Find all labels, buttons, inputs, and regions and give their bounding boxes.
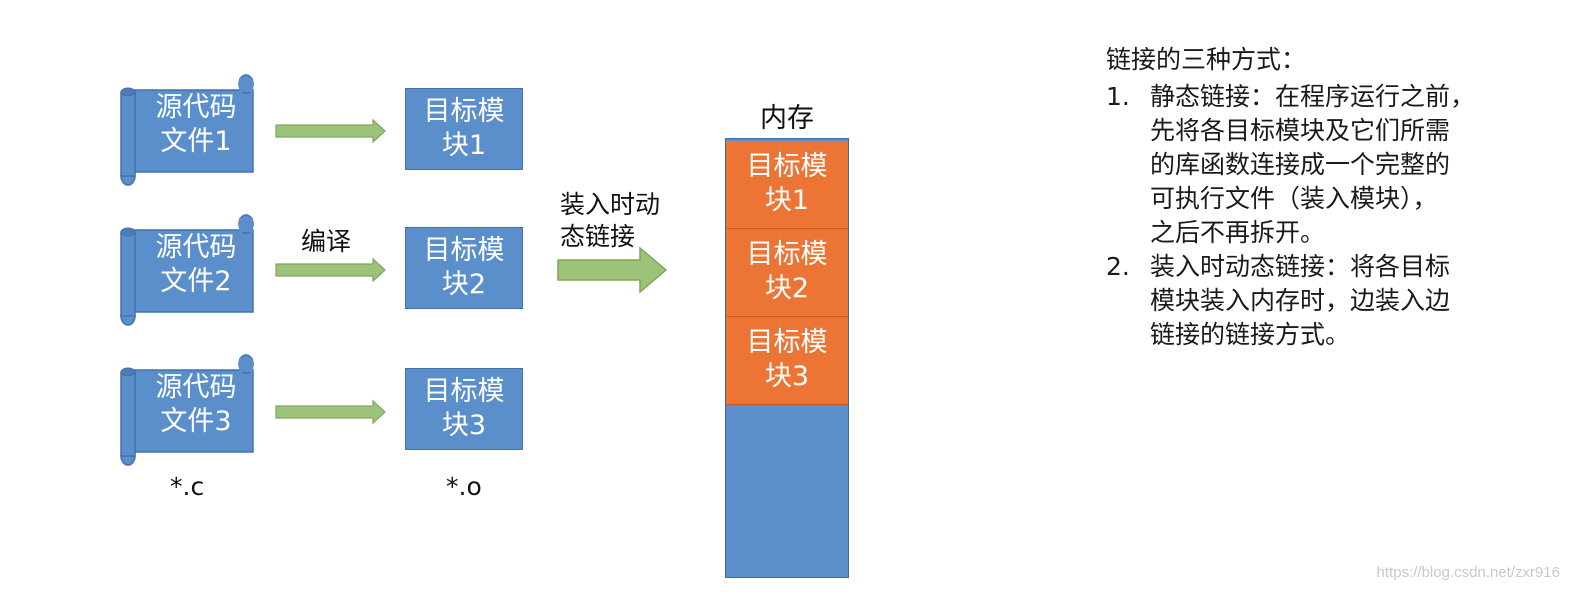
compile-arrow-2 xyxy=(275,257,386,283)
notes-item-1: 1. 静态链接：在程序运行之前， 先将各目标模块及它们所需 的库函数连接成一个完… xyxy=(1106,80,1475,250)
notes-line: 可执行文件（装入模块）， xyxy=(1150,184,1438,213)
load-arrow xyxy=(557,246,668,294)
compile-label: 编译 xyxy=(301,227,352,256)
notes-line: 之后不再拆开。 xyxy=(1150,218,1326,247)
notes-line: 装入时动态链接：将各目标 xyxy=(1150,252,1451,281)
compile-arrow-1 xyxy=(275,118,386,144)
load-label-line1: 装入时动 xyxy=(560,190,661,219)
memory-block-label-line2: 块2 xyxy=(764,273,810,304)
source-file-1: 源代码 文件1 xyxy=(119,74,259,188)
memory-title: 内存 xyxy=(760,103,814,134)
memory-block-label-line2: 块1 xyxy=(764,185,810,216)
object-module-label-line1: 目标模 xyxy=(423,96,505,127)
notes-line: 模块装入内存时，边装入边 xyxy=(1150,286,1451,315)
notes-line: 先将各目标模块及它们所需 xyxy=(1150,116,1451,145)
linking-notes: 链接的三种方式： 1. 静态链接：在程序运行之前， 先将各目标模块及它们所需 的… xyxy=(1106,42,1475,352)
memory-column: 目标模 块1 目标模 块2 目标模 块3 xyxy=(725,138,849,578)
memory-block-label-line2: 块3 xyxy=(764,361,810,392)
source-file-label-line2: 文件3 xyxy=(160,406,232,437)
notes-line: 链接的链接方式。 xyxy=(1150,320,1351,349)
watermark: https://blog.csdn.net/zxr916 xyxy=(1376,564,1560,581)
memory-block-label-line1: 目标模 xyxy=(746,151,828,182)
object-module-label-line2: 块1 xyxy=(441,130,487,161)
notes-line: 静态链接：在程序运行之前， xyxy=(1150,82,1476,111)
scroll-shape-icon xyxy=(120,354,254,466)
notes-heading: 链接的三种方式： xyxy=(1106,45,1307,74)
memory-block-label-line1: 目标模 xyxy=(746,239,828,270)
object-module-label-line1: 目标模 xyxy=(423,235,505,266)
source-file-label-line1: 源代码 xyxy=(155,372,237,403)
load-label-line2: 态链接 xyxy=(560,222,636,251)
source-file-3: 源代码 文件3 xyxy=(119,354,259,468)
object-module-label-line1: 目标模 xyxy=(423,376,505,407)
compile-arrow-3 xyxy=(275,399,386,425)
source-file-label-line2: 文件2 xyxy=(160,266,232,297)
notes-item-number: 2. xyxy=(1106,252,1130,281)
load-time-linking-label: 装入时动 态链接 xyxy=(560,189,660,253)
source-file-label-line2: 文件1 xyxy=(160,126,232,157)
object-module-3: 目标模 块3 xyxy=(405,368,523,450)
source-extension-label: *.c xyxy=(170,472,205,501)
source-file-label-line1: 源代码 xyxy=(155,232,237,263)
object-extension-label: *.o xyxy=(446,472,482,501)
source-file-label-line1: 源代码 xyxy=(155,92,237,123)
scroll-shape-icon xyxy=(120,214,254,326)
memory-block-1: 目标模 块1 xyxy=(726,141,848,229)
notes-item-number: 1. xyxy=(1106,82,1130,111)
object-module-1: 目标模 块1 xyxy=(405,88,523,170)
memory-block-label-line1: 目标模 xyxy=(746,327,828,358)
object-module-2: 目标模 块2 xyxy=(405,227,523,309)
memory-block-3: 目标模 块3 xyxy=(726,317,848,405)
source-file-2: 源代码 文件2 xyxy=(119,214,259,328)
scroll-shape-icon xyxy=(120,74,254,186)
object-module-label-line2: 块3 xyxy=(441,410,487,441)
memory-block-2: 目标模 块2 xyxy=(726,229,848,317)
notes-item-2: 2. 装入时动态链接：将各目标 模块装入内存时，边装入边 链接的链接方式。 xyxy=(1106,250,1475,352)
notes-line: 的库函数连接成一个完整的 xyxy=(1150,150,1451,179)
object-module-label-line2: 块2 xyxy=(441,269,487,300)
